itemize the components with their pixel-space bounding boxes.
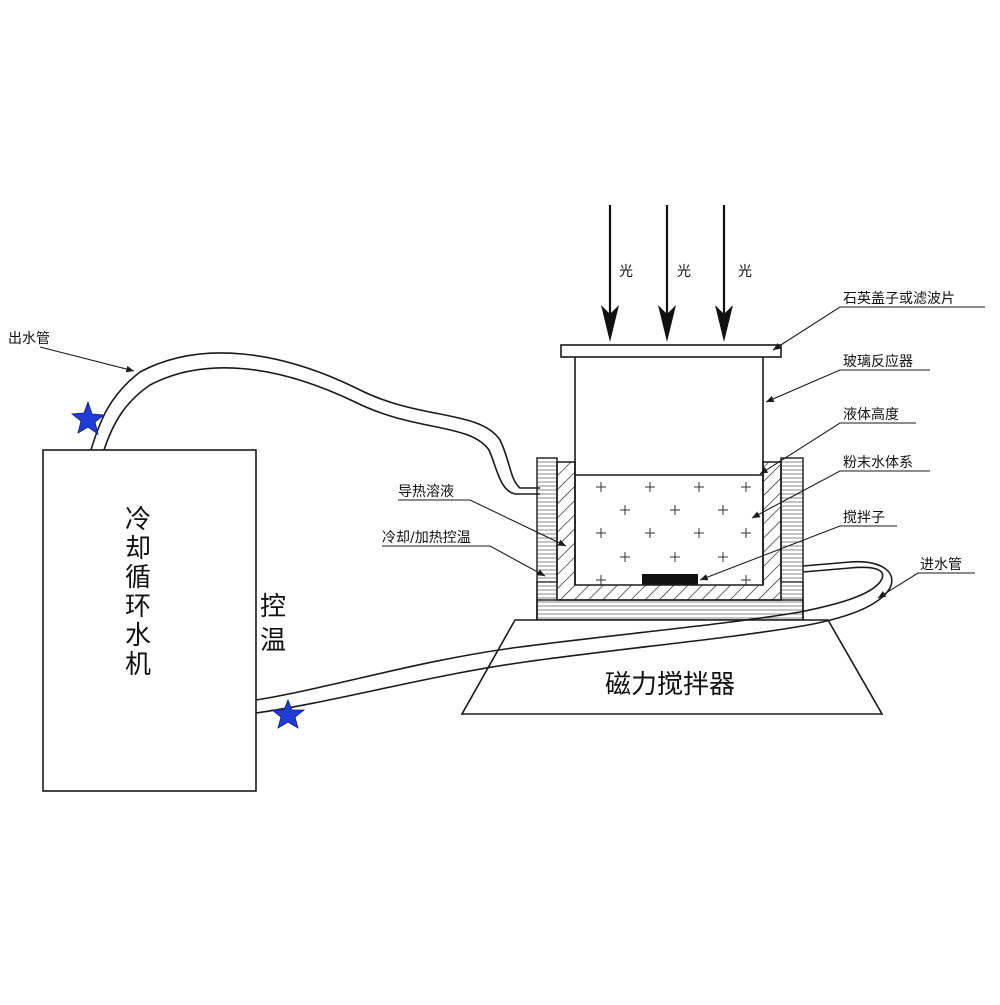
quartz-cover-label: 石英盖子或滤波片 (843, 290, 955, 307)
powder-water-label: 粉末水体系 (843, 455, 913, 471)
chiller-unit (42, 449, 257, 792)
stir-bar (642, 574, 698, 585)
powder-particles (596, 482, 751, 585)
light-arrow-middle (658, 205, 676, 342)
magnetic-stirrer (460, 619, 884, 715)
light-label-3: 光 (738, 264, 752, 280)
chiller-label: 冷却循环水机 (125, 505, 151, 680)
light-label-2: 光 (677, 264, 691, 280)
light-arrow-left (601, 205, 619, 342)
outlet-pipe-label: 出水管 (8, 331, 50, 347)
magnetic-stirrer-label: 磁力搅拌器 (605, 670, 735, 700)
cool-heat-label: 冷却/加热控温 (382, 530, 471, 546)
liquid-height-label: 液体高度 (843, 406, 899, 423)
light-arrows: 光 光 光 (601, 205, 752, 342)
heat-conductive-wall (556, 461, 782, 601)
quartz-cover (560, 344, 782, 358)
outlet-pipe (90, 352, 540, 495)
light-label-1: 光 (619, 264, 633, 280)
inlet-pipe-label: 进水管 (920, 557, 962, 573)
heat-liquid-label: 导热溶液 (398, 484, 454, 500)
callouts: 出水管 石英盖子或滤波片 玻璃反应器 液体高度 粉末水体系 搅拌子 进水管 导热… (8, 290, 985, 599)
stir-bar-label: 搅拌子 (843, 510, 885, 526)
glass-reactor-label: 玻璃反应器 (843, 353, 913, 370)
glass-reactor (574, 357, 764, 585)
star-icon (70, 400, 106, 435)
star-icon (270, 698, 306, 729)
inlet-pipe (255, 560, 893, 714)
light-arrow-right (715, 205, 733, 342)
temp-control-label: 控温 (260, 592, 286, 656)
